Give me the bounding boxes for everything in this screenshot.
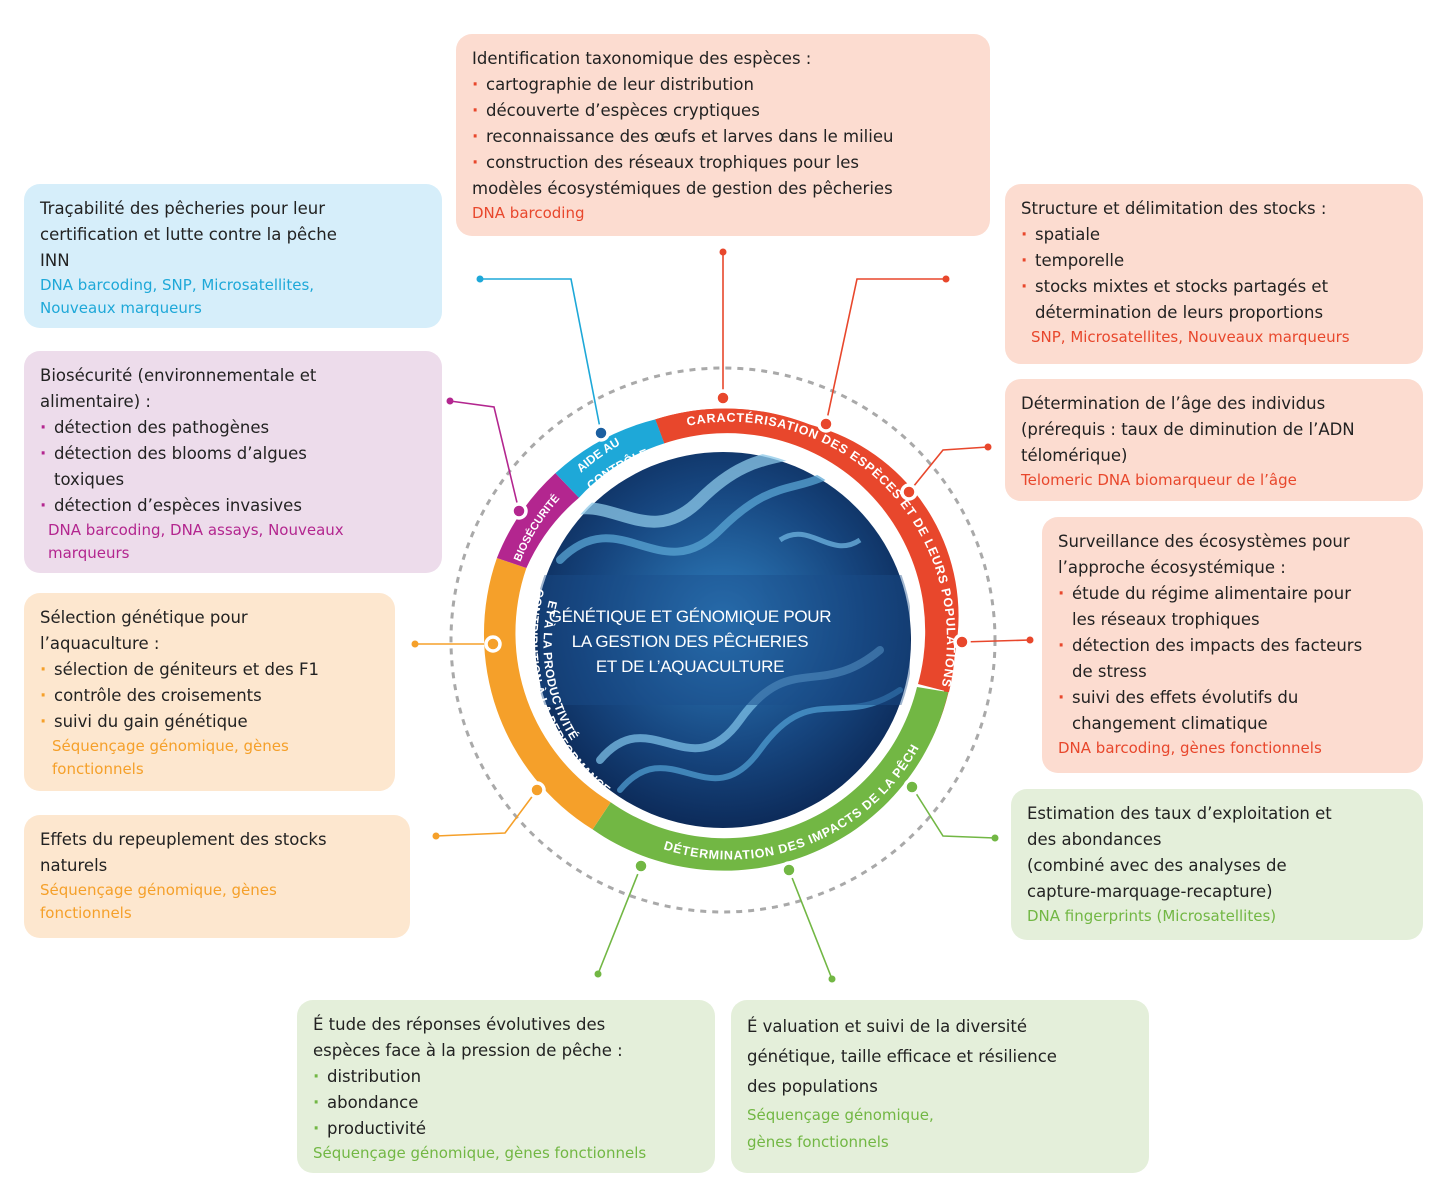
ring-node-dot	[780, 861, 798, 879]
list-item: spatiale	[1021, 222, 1407, 248]
connector-surveillance	[961, 639, 1031, 643]
list-item: contrôle des croisements	[40, 683, 379, 709]
connector-dot	[828, 975, 836, 983]
methods-tags: DNA fingerprints (Microsatellites)	[1027, 907, 1277, 925]
connector-age	[908, 446, 989, 493]
inner-disc	[535, 452, 911, 828]
ring-node-dot	[528, 781, 546, 799]
methods-tags: Telomeric DNA biomarqueur de l’âge	[1021, 471, 1297, 489]
bullet-list: cartographie de leur distribution découv…	[472, 72, 974, 176]
list-item: étude du régime alimentaire pour les rés…	[1058, 581, 1413, 633]
ring-node-dot	[714, 389, 732, 407]
box-heading: Identification taxonomique des espèces :	[472, 49, 812, 68]
connector-repeuplement	[435, 789, 538, 837]
box-estimation: Estimation des taux d’exploitation et de…	[1011, 789, 1423, 940]
methods-tags: Séquençage génomique, gènes fonctionnels	[313, 1144, 647, 1162]
center-title: GÉNÉTIQUE ET GÉNOMIQUE POUR LA GESTION D…	[548, 607, 832, 676]
bullet-list: sélection de géniteurs et des F1 contrôl…	[40, 657, 379, 735]
methods-tags: DNA barcoding, gènes fonctionnels	[1058, 739, 1322, 757]
list-item: détection des blooms d’algues toxiques	[40, 441, 426, 493]
ring-segment-green	[592, 687, 949, 871]
box-heading: É tude des réponses évolutives des espèc…	[313, 1015, 623, 1060]
methods-tags: Séquençage génomique, gènes fonctionnels	[747, 1106, 934, 1151]
ring-node-dot	[903, 778, 921, 796]
connector-dot	[984, 443, 992, 451]
box-heading: Traçabilité des pêcheries pour leur cert…	[40, 199, 337, 270]
methods-tags: Séquençage génomique, gènes fonctionnels	[52, 737, 289, 778]
box-heading: Surveillance des écosystèmes pour l’appr…	[1058, 532, 1350, 577]
box-heading: É valuation et suivi de la diversité gén…	[747, 1017, 1057, 1096]
list-item: construction des réseaux trophiques pour…	[472, 150, 974, 176]
box-identification: Identification taxonomique des espèces :…	[456, 34, 990, 236]
connector-evaluation	[788, 869, 833, 980]
connector-structure	[825, 278, 946, 425]
box-heading: Estimation des taux d’exploitation et de…	[1027, 804, 1332, 901]
box-surveillance: Surveillance des écosystèmes pour l’appr…	[1042, 517, 1423, 773]
methods-tags: DNA barcoding, SNP, Microsatellites, Nou…	[40, 276, 315, 317]
list-item: productivité	[313, 1116, 699, 1142]
box-heading-tail: modèles écosystémiques de gestion des pê…	[472, 179, 893, 198]
bullet-list: distribution abondance productivité	[313, 1064, 699, 1142]
box-heading: Détermination de l’âge des individus (pr…	[1021, 394, 1355, 465]
box-structure: Structure et délimitation des stocks : s…	[1005, 184, 1423, 364]
list-item: abondance	[313, 1090, 699, 1116]
box-tracabilite: Traçabilité des pêcheries pour leur cert…	[24, 184, 442, 328]
ring-node-dot	[484, 635, 502, 653]
box-evaluation: É valuation et suivi de la diversité gén…	[731, 1000, 1149, 1173]
box-selection: Sélection génétique pour l’aquaculture :…	[24, 593, 395, 791]
methods-tags: DNA barcoding	[472, 204, 585, 222]
box-heading: Effets du repeuplement des stocks nature…	[40, 830, 327, 875]
box-heading: Structure et délimitation des stocks :	[1021, 199, 1327, 218]
box-heading: Biosécurité (environnementale et aliment…	[40, 366, 317, 411]
list-item: cartographie de leur distribution	[472, 72, 974, 98]
list-item: sélection de géniteurs et des F1	[40, 657, 379, 683]
methods-tags: DNA barcoding, DNA assays, Nouveaux marq…	[48, 521, 344, 562]
list-item: distribution	[313, 1064, 699, 1090]
connector-dot	[411, 640, 419, 648]
methods-tags: SNP, Microsatellites, Nouveaux marqueurs	[1031, 328, 1350, 346]
ring-node-dot	[900, 483, 918, 501]
list-item: détection des pathogènes	[40, 415, 426, 441]
connector-estimation	[911, 786, 996, 839]
ring-segment-purple	[496, 473, 579, 568]
dna-helix-image	[534, 450, 910, 793]
list-item: stocks mixtes et stocks partagés et déte…	[1021, 274, 1407, 326]
connector-dot	[719, 248, 727, 256]
dashed-outer-ring	[449, 366, 997, 914]
bullet-list: étude du régime alimentaire pour les rés…	[1058, 581, 1413, 737]
box-repeuplement: Effets du repeuplement des stocks nature…	[24, 815, 410, 938]
connector-dot	[991, 834, 999, 842]
list-item: détection des impacts des facteurs de st…	[1058, 633, 1413, 685]
connector-etude	[597, 865, 642, 975]
connector-tracabilite	[480, 278, 602, 434]
connector-dot	[476, 275, 484, 283]
connector-dot	[1026, 636, 1034, 644]
ring-segment-red	[655, 408, 956, 692]
ring-segment-orange	[483, 558, 611, 830]
box-heading: Sélection génétique pour l’aquaculture :	[40, 608, 248, 653]
box-age: Détermination de l’âge des individus (pr…	[1005, 379, 1423, 501]
ring-segment-blue	[555, 419, 665, 498]
methods-tags: Séquençage génomique, gènes fonctionnels	[40, 881, 277, 922]
box-biosecurite: Biosécurité (environnementale et aliment…	[24, 351, 442, 573]
ring-node-dot	[592, 424, 610, 442]
list-item: reconnaissance des œufs et larves dans l…	[472, 124, 974, 150]
ring-node-dot	[817, 415, 835, 433]
connector-dot	[446, 397, 454, 405]
bullet-list: détection des pathogènes détection des b…	[40, 415, 426, 519]
connector-dot	[942, 275, 950, 283]
bullet-list: spatiale temporelle stocks mixtes et sto…	[1021, 222, 1407, 326]
connector-dot	[594, 970, 602, 978]
list-item: détection d’espèces invasives	[40, 493, 426, 519]
list-item: suivi des effets évolutifs du changement…	[1058, 685, 1413, 737]
ring-node-dot	[510, 502, 528, 520]
list-item: découverte d’espèces cryptiques	[472, 98, 974, 124]
connector-biosecurite	[449, 400, 520, 512]
ring-node-dot	[953, 633, 971, 651]
connector-dot	[432, 832, 440, 840]
box-etude: É tude des réponses évolutives des espèc…	[297, 1000, 715, 1173]
list-item: suivi du gain génétique	[40, 709, 379, 735]
ring-node-dot	[632, 857, 650, 875]
list-item: temporelle	[1021, 248, 1407, 274]
